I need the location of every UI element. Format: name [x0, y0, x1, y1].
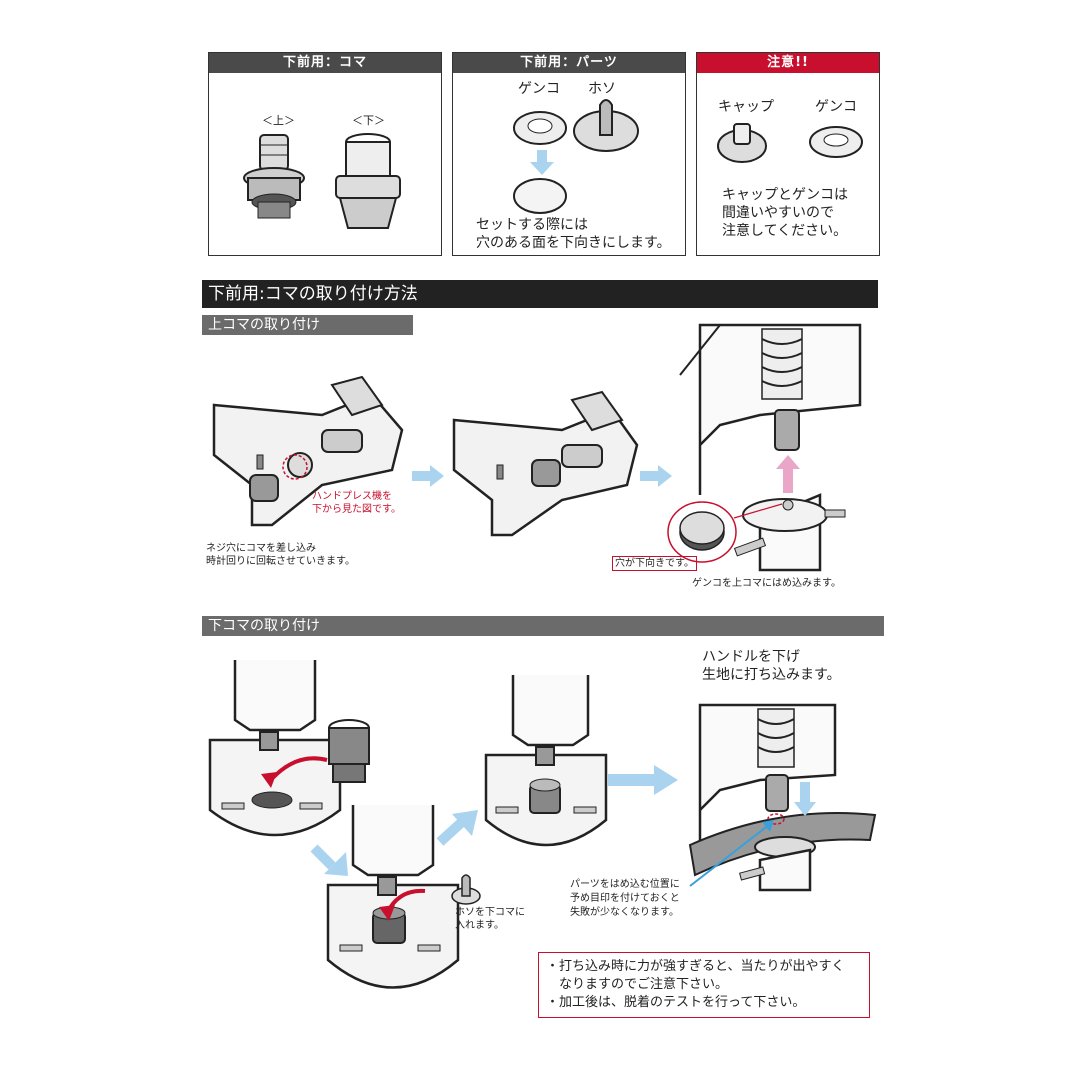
right-arrow-icon-1 [412, 465, 444, 487]
hand-press-bottom-view-1 [212, 375, 404, 527]
right-arrow-icon-3 [608, 765, 678, 795]
parts-genko-label: ゲンコ [518, 81, 560, 97]
warning-line2: なりますのでご注意下さい。 [546, 977, 729, 992]
curved-red-arrow-icon-2 [379, 888, 426, 921]
handle-note-line2: 生地に打ち込みます。 [702, 667, 841, 683]
step1-line2: 時計回りに回転させていきます。 [206, 556, 355, 567]
step1-line1: ネジ穴にコマを差し込み [206, 543, 316, 554]
callout-line2: 下から見た図です。 [312, 504, 401, 515]
press-base-step2 [326, 805, 460, 989]
caution-genko-illustration [809, 126, 863, 158]
lower-label: ＜下＞ [352, 114, 385, 127]
mark-note-line3: 失敗が少なくなります。 [570, 907, 679, 918]
upper-install-title: 上コマの取り付け [202, 315, 413, 335]
press-base-step1 [208, 660, 342, 837]
parts-panel-title: 下前用：パーツ [453, 53, 685, 73]
lower-koma-illustration [335, 133, 401, 229]
parts-note-line1: セットする際には [476, 217, 588, 233]
highlight-circle-icon [282, 454, 308, 480]
genko-illustration [513, 111, 567, 145]
curved-red-arrow-icon-1 [261, 756, 328, 788]
hoso-illustration [573, 99, 639, 152]
press-closeup-lower [688, 703, 877, 892]
warning-line3: ・加工後は、脱着のテストを行って下さい。 [546, 995, 806, 1010]
pointer-line [689, 820, 774, 887]
parts-panel: 下前用：パーツ [452, 52, 686, 256]
mark-circle-icon [767, 813, 785, 825]
upper-label: ＜上＞ [262, 114, 295, 127]
up-arrow-icon [776, 455, 800, 493]
press-base-step3 [484, 675, 608, 847]
caution-note-line2: 間違いやすいので [722, 205, 834, 221]
diag-arrow-icon-1 [310, 844, 348, 876]
koma-panel: 下前用：コマ [208, 52, 442, 256]
genko-callout-circle [667, 501, 783, 563]
hand-press-bottom-view-2 [452, 390, 639, 537]
lower-install-title: 下コマの取り付け [202, 616, 884, 636]
down-arrow-icon-2 [794, 782, 816, 816]
callout-line1: ハンドプレス機を [312, 491, 392, 502]
mark-note-line1: パーツをはめ込む位置に [570, 879, 680, 890]
handle-note-line1: ハンドルを下げ [702, 649, 800, 665]
hoso-note-line2: 入れます。 [455, 920, 504, 931]
parts-note-line2: 穴のある面を下向きにします。 [476, 235, 671, 251]
hoso-note-line1: ホソを下コマに [455, 907, 525, 918]
warning-line1: ・打ち込み時に力が強すぎると、当たりが出やすく [546, 959, 845, 974]
hole-label: 穴が下向きです。 [612, 556, 697, 571]
press-closeup-upper [679, 323, 862, 572]
down-arrow-icon [530, 150, 554, 175]
upper-koma-illustration [243, 134, 305, 219]
right-arrow-icon-2 [640, 465, 672, 487]
diag-arrow-icon-2 [436, 810, 478, 846]
section-title: 下前用:コマの取り付け方法 [202, 280, 878, 308]
cap-illustration [717, 123, 767, 163]
mark-note-line2: 予め目印を付けておくと [570, 893, 680, 904]
caution-cap-label: キャップ [718, 99, 774, 115]
caution-note-line3: 注意してください。 [722, 223, 848, 239]
parts-hoso-label: ホソ [588, 81, 616, 97]
lower-koma-loose [328, 719, 370, 783]
caution-panel-title: 注意!! [697, 53, 879, 73]
koma-panel-title: 下前用：コマ [209, 53, 441, 73]
caution-note-line1: キャップとゲンコは [722, 187, 848, 203]
genko-flipped-illustration [513, 178, 567, 214]
caution-genko-label: ゲンコ [815, 99, 857, 115]
hoso-small-illustration [451, 874, 481, 905]
warning-box [538, 952, 870, 1018]
step3-text: ゲンコを上コマにはめ込みます。 [692, 578, 841, 589]
